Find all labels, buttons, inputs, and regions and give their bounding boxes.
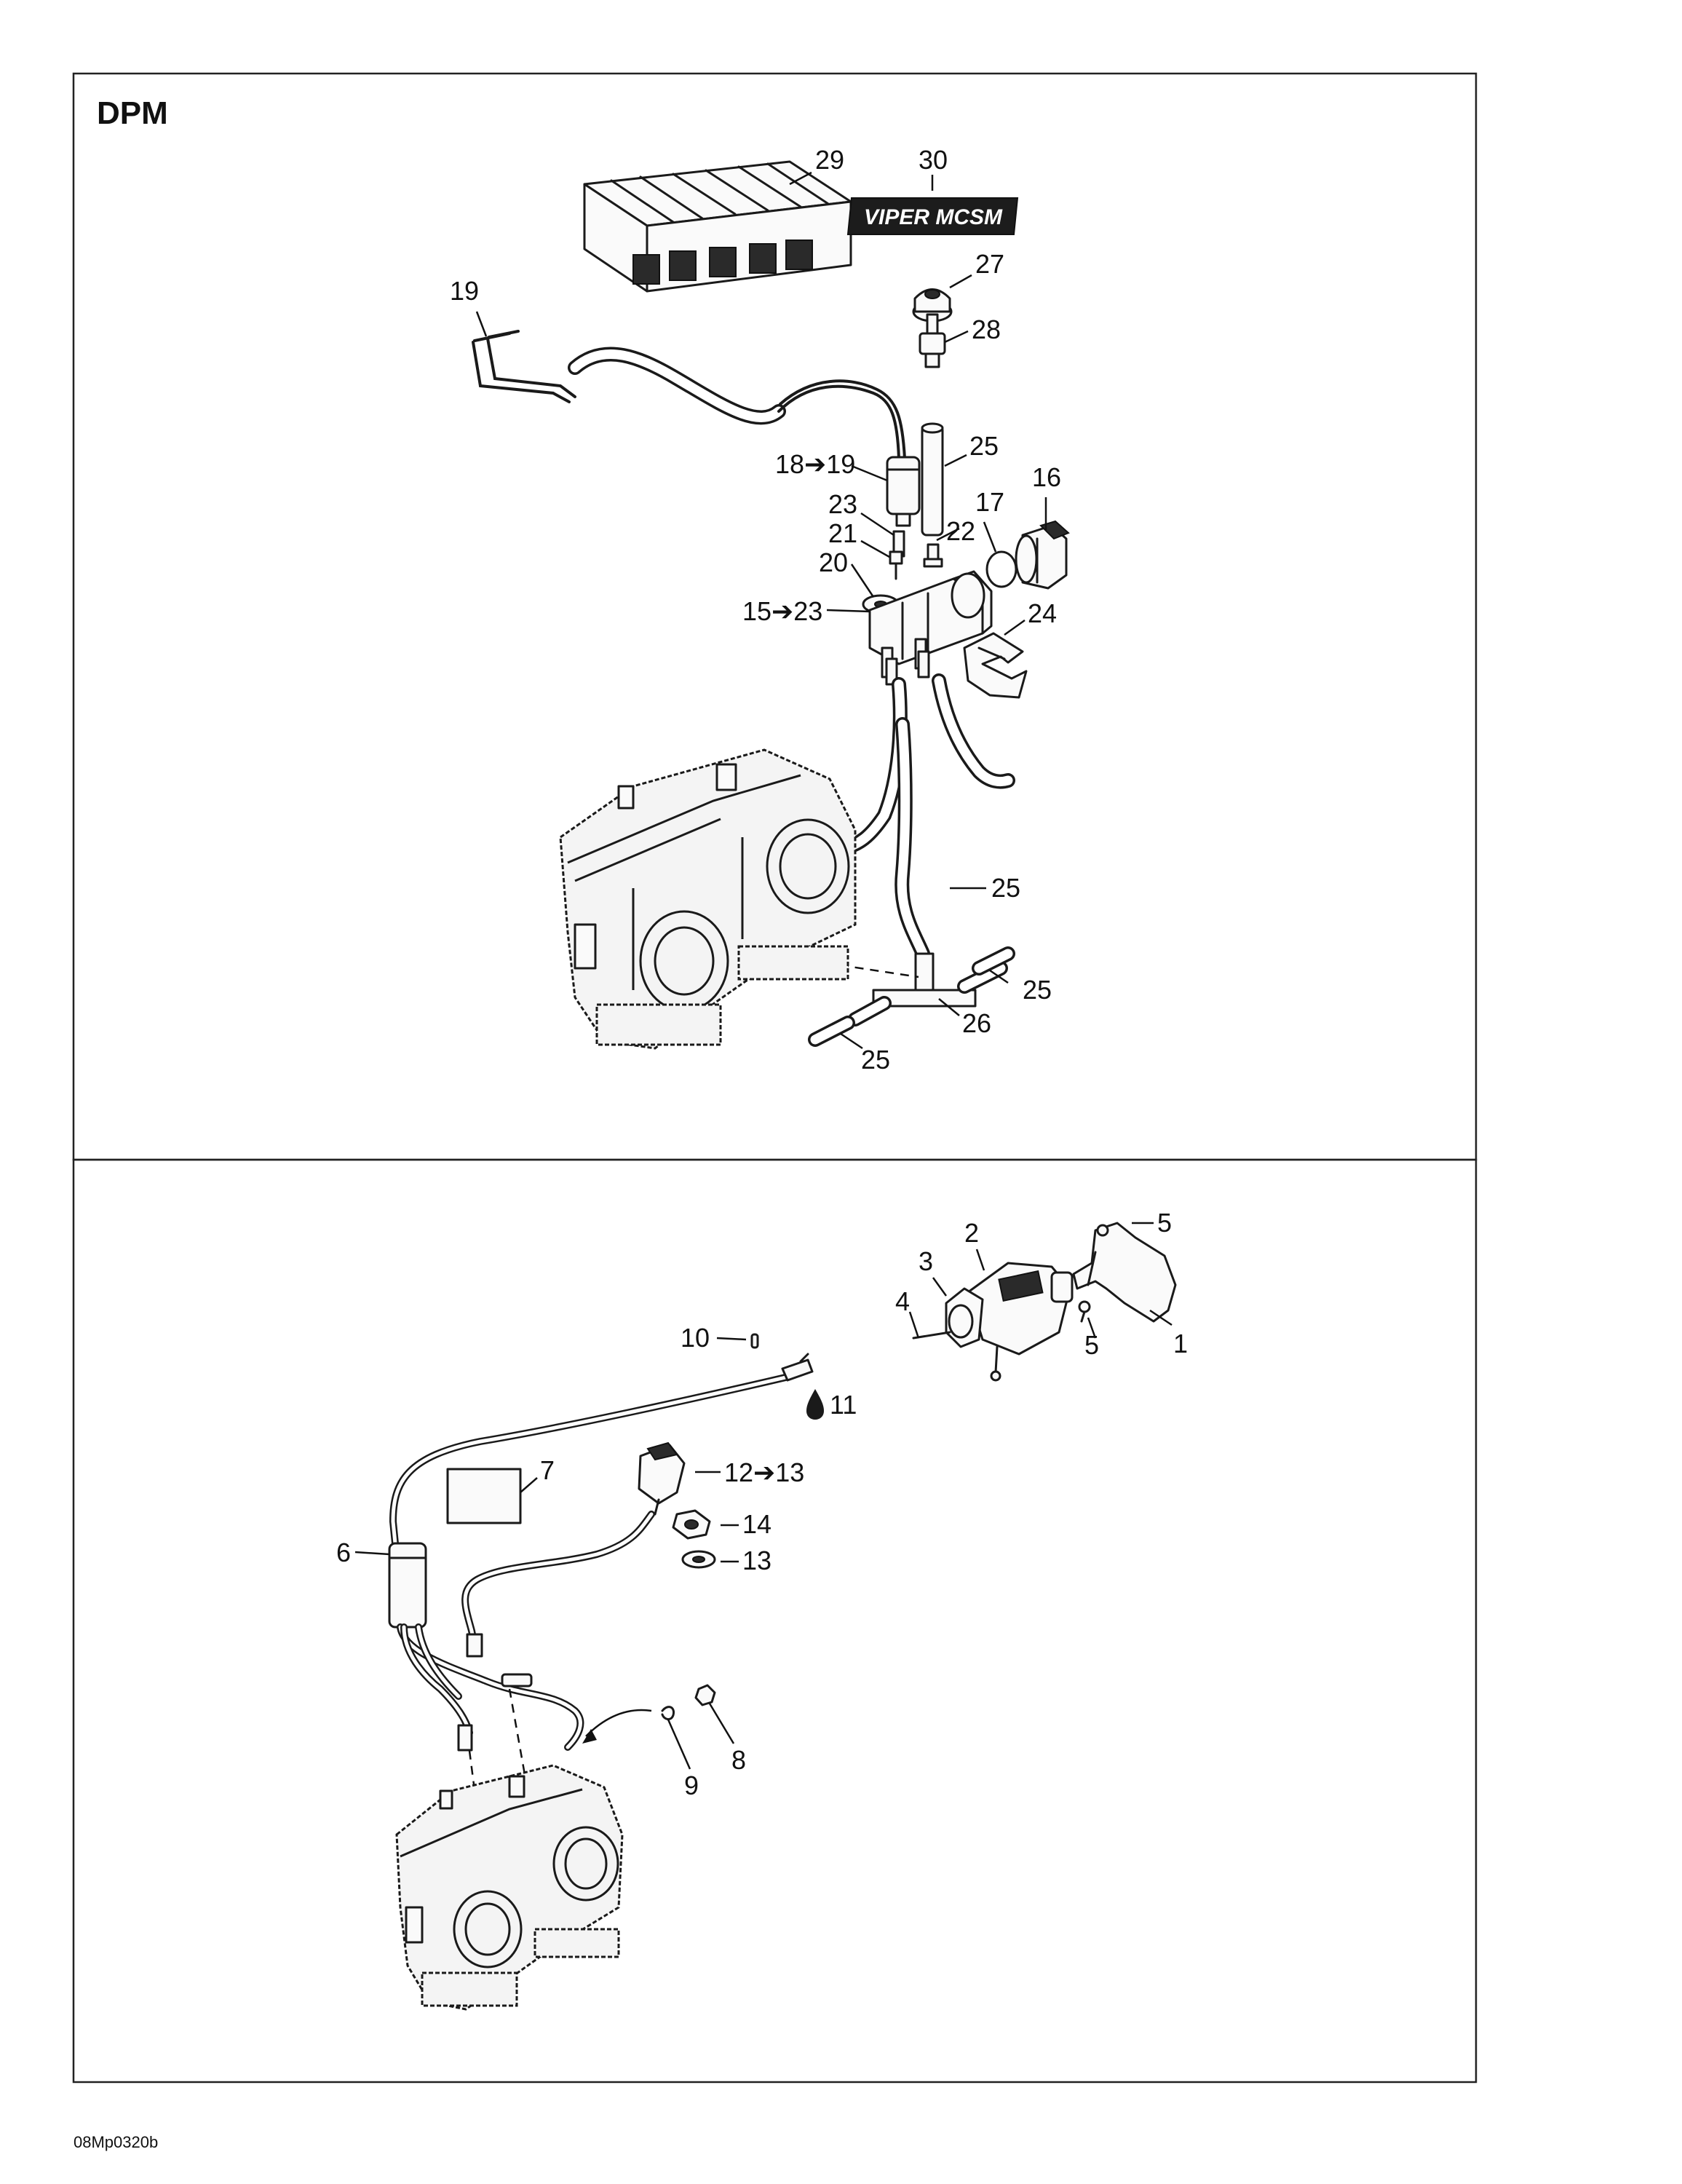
- nut-8: [694, 1684, 716, 1706]
- callout-13: 13: [742, 1546, 771, 1575]
- grommet-icon: [912, 288, 953, 323]
- hose-to-tee: [894, 717, 930, 961]
- callout-24: 24: [1028, 598, 1057, 628]
- callout-22: 22: [946, 516, 975, 546]
- cable-splitter-6: [388, 1542, 584, 1752]
- callout-14: 14: [742, 1509, 771, 1539]
- throttle-safety-switch: [638, 1441, 686, 1516]
- throttle-housing: [912, 1262, 1074, 1382]
- callout-30: 30: [919, 145, 948, 175]
- callout-27: 27: [975, 249, 1004, 279]
- ecu-module: [583, 160, 852, 293]
- hose-to-carburetor: [837, 677, 908, 855]
- upper-carburetor-assembly: [559, 748, 857, 1050]
- pin-10: [750, 1333, 759, 1349]
- tee-fitting: [848, 952, 1008, 1026]
- callout-28: 28: [972, 314, 1001, 344]
- screw-21: [889, 550, 903, 580]
- svg-text:VIPER MCSM: VIPER MCSM: [864, 205, 1003, 229]
- solenoid-body: [886, 456, 921, 527]
- callout-4: 4: [895, 1286, 910, 1316]
- callout-23: 23: [828, 489, 857, 519]
- short-hose-right: [972, 946, 1015, 976]
- callout-26: 26: [962, 1008, 991, 1038]
- lower-dashed-2: [508, 1688, 529, 1792]
- viper-decal: VIPER MCSM: [846, 197, 1019, 235]
- callout-6: 6: [336, 1538, 351, 1567]
- callout-15-23: 15➔23: [742, 596, 822, 626]
- switch-wire: [461, 1511, 655, 1658]
- panel-title: DPM: [97, 95, 168, 131]
- callout-11: 11: [830, 1390, 857, 1420]
- callout-1: 1: [1173, 1329, 1188, 1358]
- callout-29: 29: [815, 145, 844, 175]
- throttle-cable: [389, 1353, 814, 1562]
- lower-callouts: 2 5 3 4 5 1 10 11 7 12➔13 14 6 13 8 9: [336, 1208, 1188, 1800]
- pointer-arrowhead: [582, 1729, 597, 1744]
- grease-drop-icon: [806, 1389, 824, 1420]
- lower-carburetor-assembly: [395, 1764, 624, 2011]
- callout-3: 3: [919, 1246, 933, 1276]
- callout-25-upper: 25: [969, 431, 999, 461]
- callout-7: 7: [540, 1455, 555, 1485]
- check-valve-fitting: [919, 313, 946, 368]
- callout-25-bottom: 25: [861, 1045, 890, 1075]
- callout-9: 9: [684, 1770, 699, 1800]
- lower-panel-frame: [72, 1158, 1477, 2084]
- callout-21: 21: [828, 518, 857, 548]
- callout-18-19: 18➔19: [775, 449, 855, 479]
- callout-5-bottom: 5: [1084, 1330, 1099, 1360]
- leader-lines: [354, 171, 1173, 1770]
- washer-13: [681, 1550, 716, 1569]
- upper-vertical-hose: [921, 422, 944, 537]
- instruction-label-7: [446, 1468, 522, 1524]
- fitting-22: [923, 543, 943, 568]
- callout-16: 16: [1032, 462, 1061, 492]
- callout-5-top: 5: [1157, 1208, 1172, 1238]
- callout-10: 10: [681, 1323, 710, 1353]
- callout-2: 2: [964, 1218, 979, 1248]
- actuator-cap-16: [1015, 520, 1070, 590]
- figure-reference: 08Mp0320b: [74, 2133, 158, 2151]
- callout-20: 20: [819, 547, 848, 577]
- throttle-lever: [1072, 1222, 1177, 1323]
- pointer-arrow: [585, 1709, 652, 1737]
- drain-hose: [932, 673, 1015, 789]
- o-ring-17: [985, 550, 1017, 588]
- short-hose-bottom: [808, 1016, 855, 1047]
- callout-17: 17: [975, 487, 1004, 517]
- clip-9: [661, 1706, 675, 1720]
- callout-25-middle: 25: [991, 873, 1020, 903]
- callout-19: 19: [450, 276, 479, 306]
- callout-8: 8: [731, 1745, 746, 1775]
- mounting-bracket-24: [963, 632, 1028, 699]
- callout-12-13: 12➔13: [724, 1457, 804, 1487]
- hex-nut-14: [672, 1509, 711, 1540]
- wire-harness: [472, 330, 906, 460]
- upper-callouts: 29 30 27 28 19 25 18➔19 16 23 17 21 22 2…: [450, 145, 1061, 1075]
- callout-25-right: 25: [1023, 975, 1052, 1005]
